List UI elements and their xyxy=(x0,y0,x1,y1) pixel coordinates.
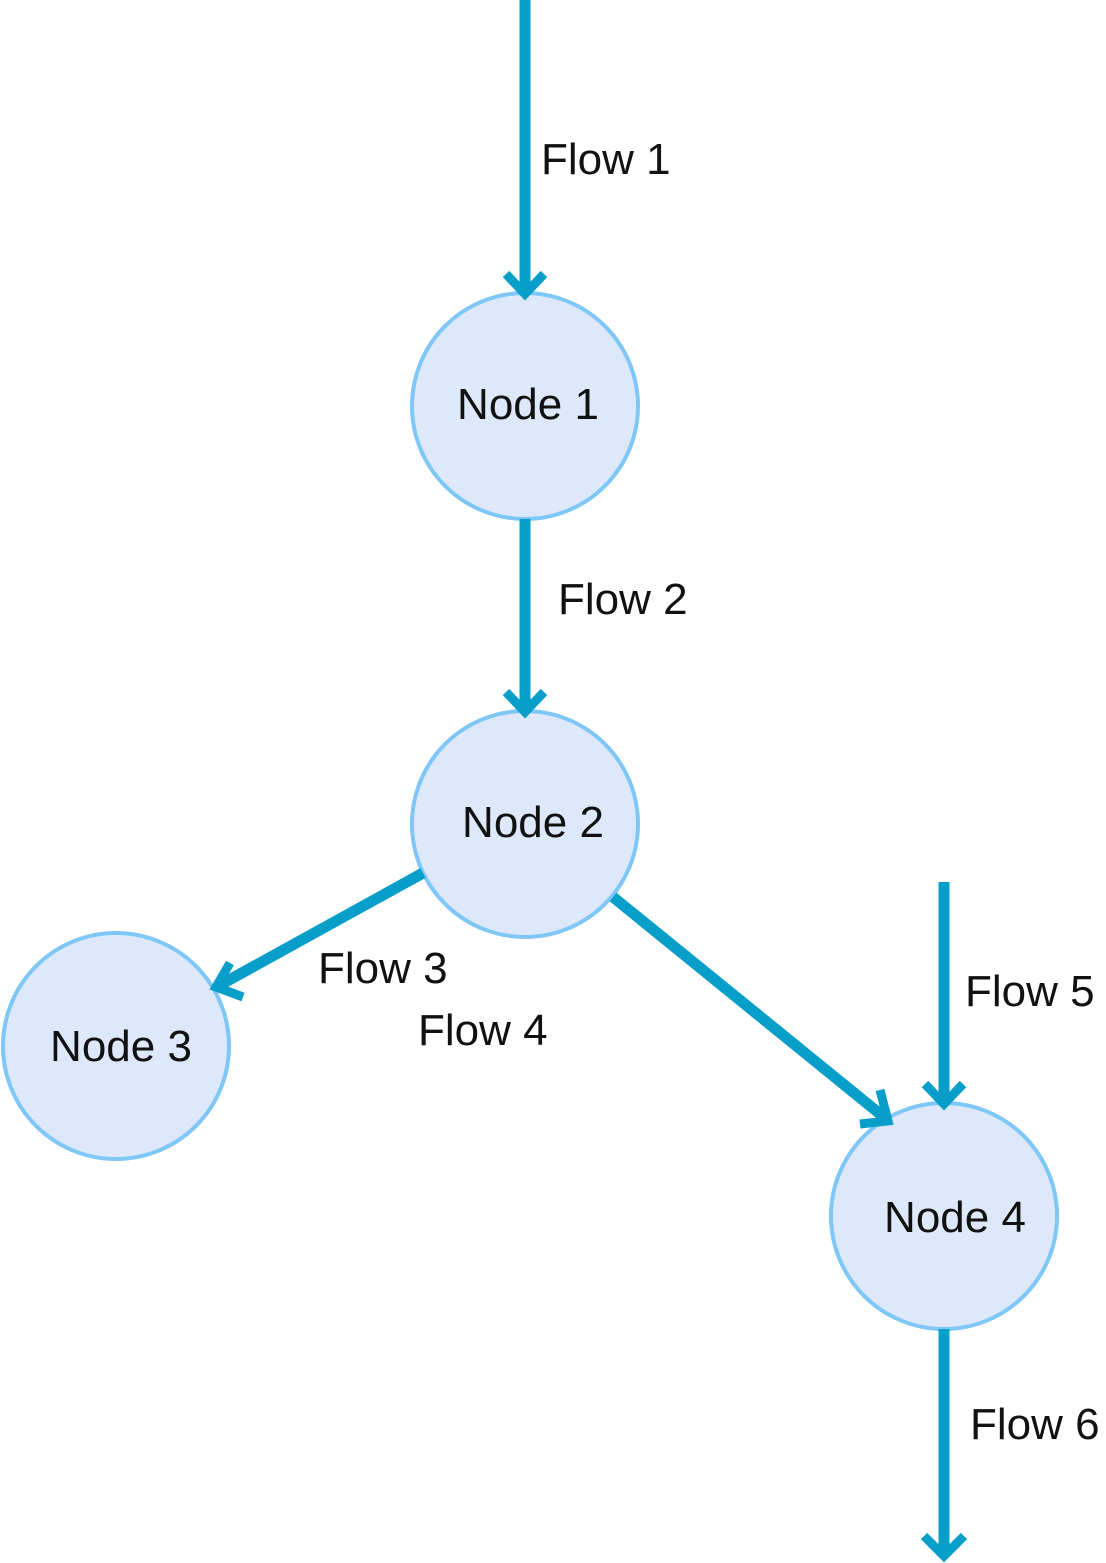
node-3-label: Node 3 xyxy=(50,1022,192,1071)
flow-6-label: Flow 6 xyxy=(970,1400,1100,1449)
flow-6-arrow xyxy=(920,1329,968,1563)
node-1-label: Node 1 xyxy=(457,380,599,429)
node-3-circle xyxy=(1,931,231,1161)
flow-5-arrow xyxy=(921,882,967,1111)
flow-1-label: Flow 1 xyxy=(541,135,671,184)
flow-4-label: Flow 4 xyxy=(418,1006,548,1055)
flow-2-label: Flow 2 xyxy=(558,575,688,624)
node-2-label: Node 2 xyxy=(462,798,604,847)
flow-1-arrow xyxy=(502,0,548,301)
flow-2-arrow xyxy=(502,519,548,719)
flow-4-arrow xyxy=(609,892,894,1129)
node-4-label: Node 4 xyxy=(884,1193,1026,1242)
flow-3-label: Flow 3 xyxy=(318,944,448,993)
flow-3-arrow xyxy=(209,868,426,1002)
flow-5-label: Flow 5 xyxy=(965,967,1095,1016)
